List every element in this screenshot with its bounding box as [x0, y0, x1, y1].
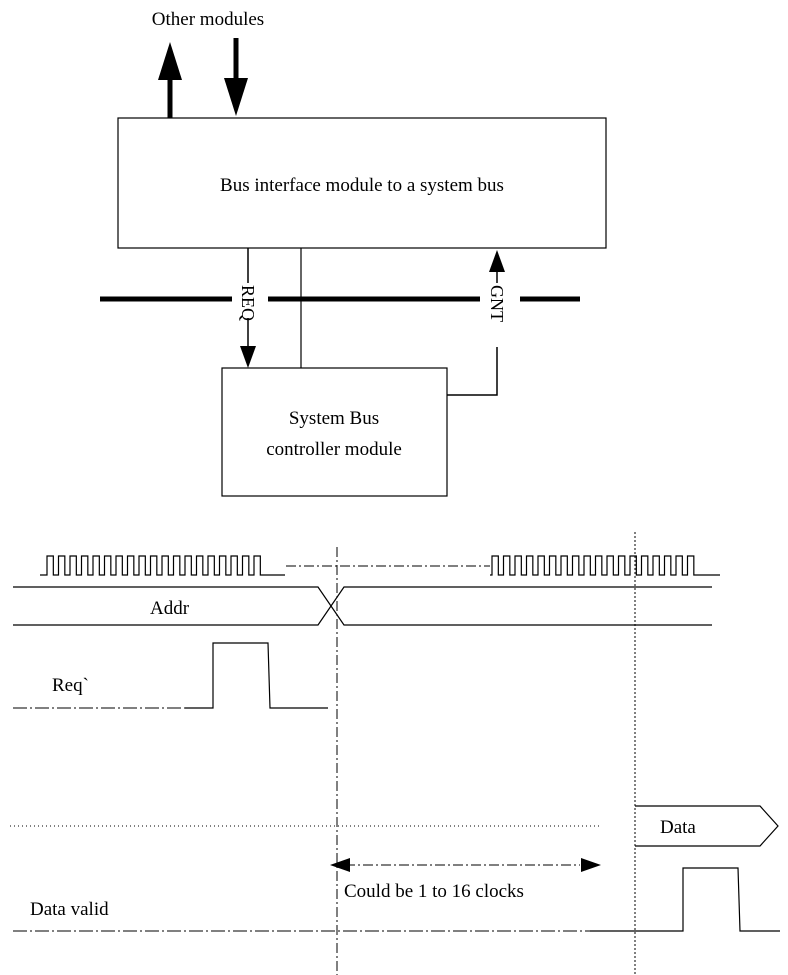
addr-bus-waveform [13, 586, 712, 626]
data-valid-waveform [13, 867, 780, 932]
incoming-arrow [224, 38, 248, 116]
controller-module-box [221, 367, 448, 497]
block-diagram: Other modules Bus interface module to a … [100, 9, 607, 497]
data-label: Data [660, 817, 696, 838]
bus-interface-module-box [117, 117, 607, 249]
req-label: REQ [238, 285, 258, 321]
controller-module-label-line1: System Bus [289, 408, 379, 429]
outgoing-arrow [158, 42, 182, 118]
gnt-label: GNT [487, 285, 507, 322]
span-arrow [330, 858, 601, 872]
controller-module-label-line2: controller module [266, 439, 402, 460]
bus-interface-module-label: Bus interface module to a system bus [220, 175, 504, 196]
data-waveform [635, 805, 779, 847]
gnt-signal: GNT [447, 250, 507, 396]
span-label: Could be 1 to 16 clocks [344, 881, 524, 902]
other-modules-label: Other modules [152, 9, 264, 30]
req-signal: REQ [238, 248, 258, 368]
clock-waveform [40, 555, 720, 576]
req-waveform [13, 642, 328, 709]
addr-label: Addr [150, 598, 190, 619]
data-valid-label: Data valid [30, 899, 109, 920]
timing-diagram: Addr Req` Data Could be 1 to 16 clocks D… [10, 532, 780, 975]
req-waveform-label: Req` [52, 675, 89, 696]
